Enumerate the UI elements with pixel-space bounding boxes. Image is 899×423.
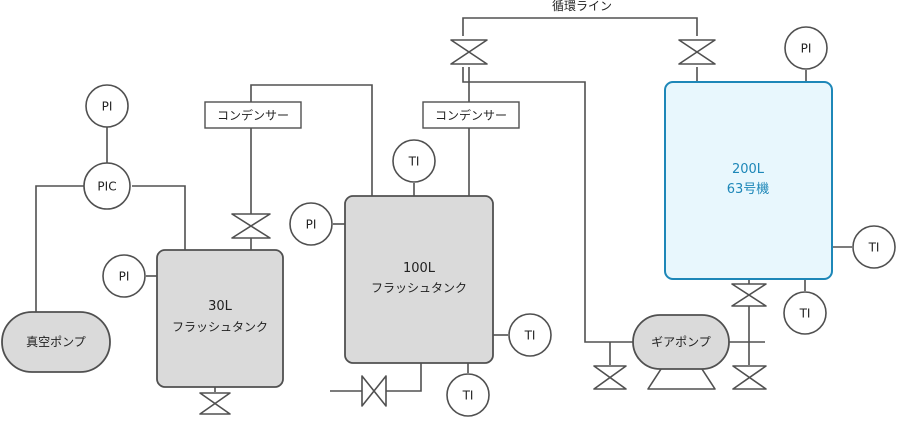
valve-icon[interactable] [361, 375, 387, 407]
ti-200l-bottom: TI [783, 291, 827, 335]
tank-200l-machine: 63号機 [727, 182, 770, 197]
tank-30l-body [156, 249, 284, 388]
pi-100l: PI [289, 202, 333, 246]
condenser-box [422, 101, 520, 129]
vacuum-pump-label: 真空ポンプ [26, 335, 86, 349]
valve-icon[interactable] [678, 39, 716, 65]
tank-30l-volume: 30L [208, 299, 233, 314]
ti-100l-bottom: TI [446, 373, 490, 417]
valve-icon[interactable] [732, 365, 767, 390]
tank-200l-volume: 200L [732, 162, 765, 177]
recirc-line-label: 循環ライン [552, 0, 612, 13]
gauge-label: PI [306, 218, 317, 232]
ti-200l-right: TI [852, 225, 896, 269]
pic-vacuum: PIC [83, 162, 131, 210]
pipe-vacuum-to-pic [35, 185, 84, 312]
gauge-circle [852, 225, 896, 269]
valve-icon[interactable] [199, 392, 231, 415]
valve-icon[interactable] [731, 283, 767, 307]
condenser-1: コンデンサー [204, 101, 302, 129]
valve-icon[interactable] [231, 213, 271, 239]
gauge-label: TI [408, 155, 420, 169]
tank-100l-type: フラッシュタンク [371, 281, 467, 295]
gauge-circle [784, 26, 828, 70]
tank-100l-body [344, 195, 494, 364]
gauge-circle [85, 84, 129, 128]
valve-icon[interactable] [593, 365, 627, 390]
gauge-label: PIC [97, 180, 116, 194]
condenser-label: コンデンサー [217, 108, 289, 123]
gauge-label: TI [524, 329, 536, 343]
pi-30l: PI [102, 254, 146, 298]
gauge-circle [783, 291, 827, 335]
gauge-label: PI [119, 270, 130, 284]
gauge-label: TI [868, 241, 880, 255]
gauge-circle [289, 202, 333, 246]
pipe-condenser1-to-100l [250, 84, 373, 196]
gauge-circle [508, 313, 552, 357]
instruments: PI PIC PI PI TI TI TI PI [83, 26, 896, 417]
gauge-label: PI [102, 100, 113, 114]
pipe-100l-outlet [330, 363, 422, 392]
vacuum-pump-body [1, 311, 111, 373]
condenser-label: コンデンサー [435, 108, 507, 123]
tank-30l-type: フラッシュタンク [172, 320, 268, 334]
tank-100l-volume: 100L [403, 261, 436, 276]
tank-100l: 100L フラッシュタンク [344, 195, 494, 364]
gauge-label: TI [799, 307, 811, 321]
gauge-circle [446, 373, 490, 417]
pipe-branch-to-gearpump [462, 67, 633, 343]
pi-vacuum: PI [85, 84, 129, 128]
pipe-recirc-line [462, 17, 698, 36]
gauge-circle [392, 139, 436, 183]
piping [35, 17, 852, 392]
gear-pump-body [632, 314, 730, 370]
condenser-box [204, 101, 302, 129]
gear-pump: ギアポンプ [632, 314, 730, 390]
pipe-pic-to-30l [132, 185, 186, 250]
condenser-2: コンデンサー [422, 101, 520, 129]
pi-200l: PI [784, 26, 828, 70]
ti-100l-top: TI [392, 139, 436, 183]
vacuum-pump: 真空ポンプ [1, 311, 111, 373]
tank-30l: 30L フラッシュタンク [156, 249, 284, 388]
gear-pump-label: ギアポンプ [651, 335, 711, 349]
valves [199, 39, 767, 415]
gauge-circle [102, 254, 146, 298]
valve-icon[interactable] [450, 39, 488, 65]
tank-200l-body [664, 81, 833, 280]
gauge-label: TI [462, 389, 474, 403]
gauge-label: PI [801, 42, 812, 56]
tank-200l: 200L 63号機 [664, 81, 833, 280]
ti-100l-right: TI [508, 313, 552, 357]
gauge-circle [83, 162, 131, 210]
